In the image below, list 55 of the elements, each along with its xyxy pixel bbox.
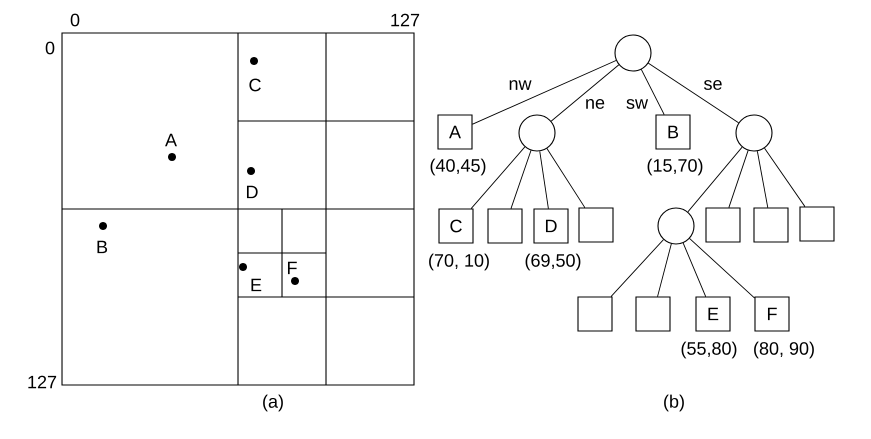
leaf-box bbox=[578, 207, 614, 243]
tree-edge bbox=[687, 146, 743, 212]
leaf-box: E bbox=[695, 296, 731, 332]
leaf-box bbox=[635, 296, 671, 332]
tree-edge bbox=[539, 150, 549, 209]
point-label: F bbox=[288, 262, 297, 274]
edge-label: se bbox=[702, 79, 724, 91]
leaf-box: F bbox=[754, 296, 790, 332]
leaf-box bbox=[753, 207, 789, 243]
coordinate-label: (55,80) bbox=[682, 342, 736, 358]
internal-node-circle bbox=[657, 207, 695, 245]
leaf-box bbox=[487, 208, 523, 244]
caption-label: (a) bbox=[263, 394, 283, 412]
coordinate-label: (15,70) bbox=[648, 158, 702, 176]
edge-label: nw bbox=[508, 79, 532, 91]
edge-label: ne bbox=[584, 98, 606, 110]
leaf-box bbox=[799, 206, 835, 242]
tree-edge bbox=[682, 242, 706, 297]
internal-node-circle bbox=[518, 114, 556, 152]
coordinate-label: (80, 90) bbox=[754, 342, 814, 358]
tree-edge bbox=[510, 150, 532, 209]
axis-label: 0 bbox=[70, 14, 80, 26]
tree-edge bbox=[472, 60, 616, 125]
tree-edge bbox=[728, 150, 749, 208]
tree-edge bbox=[657, 244, 672, 297]
point-label: B bbox=[97, 240, 108, 254]
tree-edge bbox=[610, 239, 664, 297]
leaf-box bbox=[577, 296, 613, 332]
tree-edge bbox=[764, 148, 806, 207]
tree-edge bbox=[546, 148, 586, 208]
point-label: C bbox=[249, 78, 261, 92]
axis-label: 0 bbox=[46, 42, 54, 54]
point-label: A bbox=[165, 134, 177, 146]
tree-edge bbox=[648, 62, 739, 124]
coordinate-label: (70, 10) bbox=[429, 254, 489, 270]
edge-label: sw bbox=[625, 98, 649, 110]
leaf-box: A bbox=[437, 114, 473, 150]
coordinate-label: (69,50) bbox=[526, 254, 580, 270]
caption-label: (b) bbox=[664, 394, 684, 412]
tree-edge bbox=[640, 69, 665, 115]
leaf-box bbox=[705, 207, 741, 243]
tree-edge bbox=[550, 64, 620, 122]
tree-edge bbox=[689, 238, 755, 298]
axis-label: 127 bbox=[391, 14, 420, 26]
tree-edge bbox=[756, 150, 768, 208]
leaf-box: C bbox=[438, 208, 474, 244]
internal-node-circle bbox=[735, 114, 773, 152]
tree-edge bbox=[470, 146, 526, 209]
coordinate-label: (40,45) bbox=[430, 158, 486, 176]
leaf-box: D bbox=[533, 208, 569, 244]
point-label: D bbox=[246, 186, 258, 198]
internal-node-circle bbox=[614, 34, 652, 72]
axis-label: 127 bbox=[28, 376, 56, 388]
leaf-box: B bbox=[655, 114, 691, 150]
point-label: E bbox=[251, 278, 262, 292]
